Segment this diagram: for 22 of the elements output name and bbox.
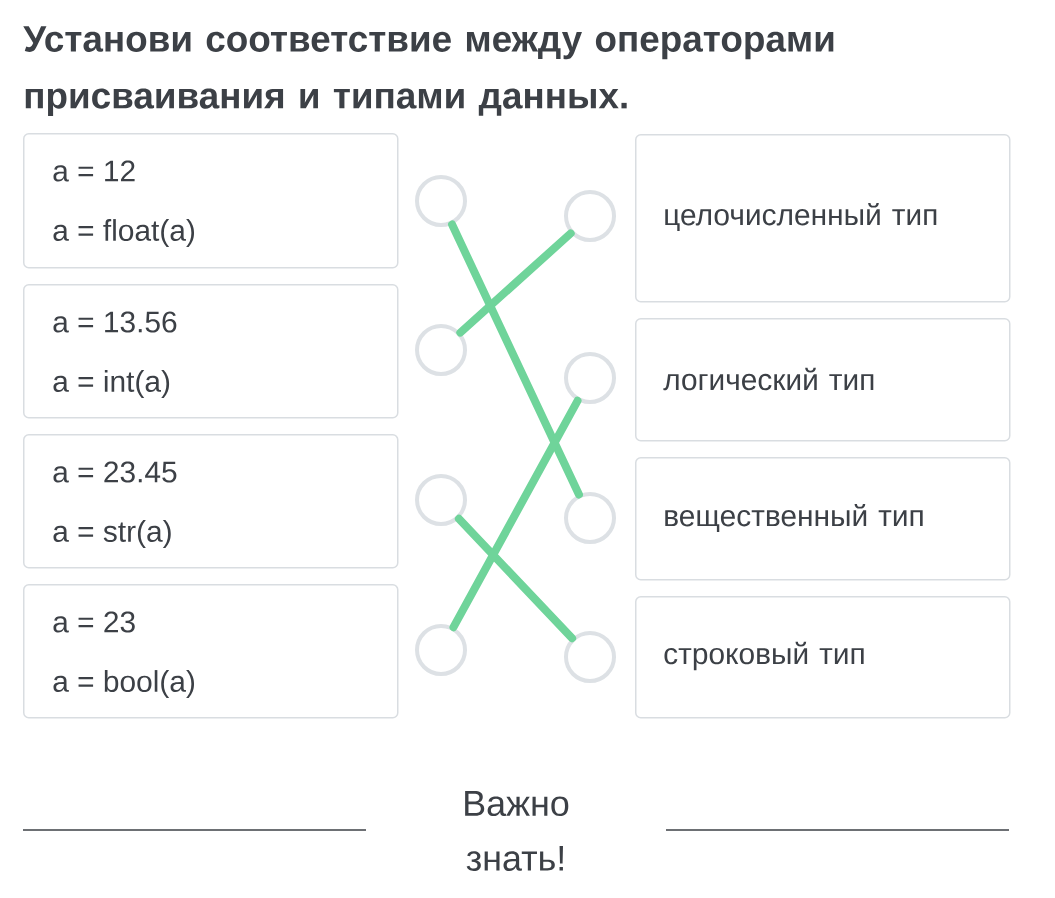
connector-dot [415,474,467,526]
answer-card: целочисленный тип [635,134,1011,303]
connector-dot [564,190,616,242]
answer-card: a = 23.45 a = str(a) [23,434,399,569]
answer-card: строковый тип [635,596,1011,719]
answer-card: a = 12 a = float(a) [23,133,399,269]
matching-line [456,229,575,337]
connector-dot [564,352,616,404]
answer-card: логический тип [635,318,1011,442]
title: Установи соответствие между операторами присваивания и типами данных. [23,26,834,116]
connector-dot [415,624,467,676]
answer-card: вещественный тип [635,457,1011,581]
connector-dot [564,492,616,544]
matching-line [449,396,582,632]
connector-dot [415,175,467,227]
section-heading: Важно знать! [465,791,569,871]
answer-card: a = 13.56 a = int(a) [23,284,399,419]
matching-line [454,514,577,643]
connector-dot [564,631,616,683]
connector-dot [415,324,467,376]
matching-line [448,220,583,499]
answer-card: a = 23 a = bool(a) [23,584,399,719]
